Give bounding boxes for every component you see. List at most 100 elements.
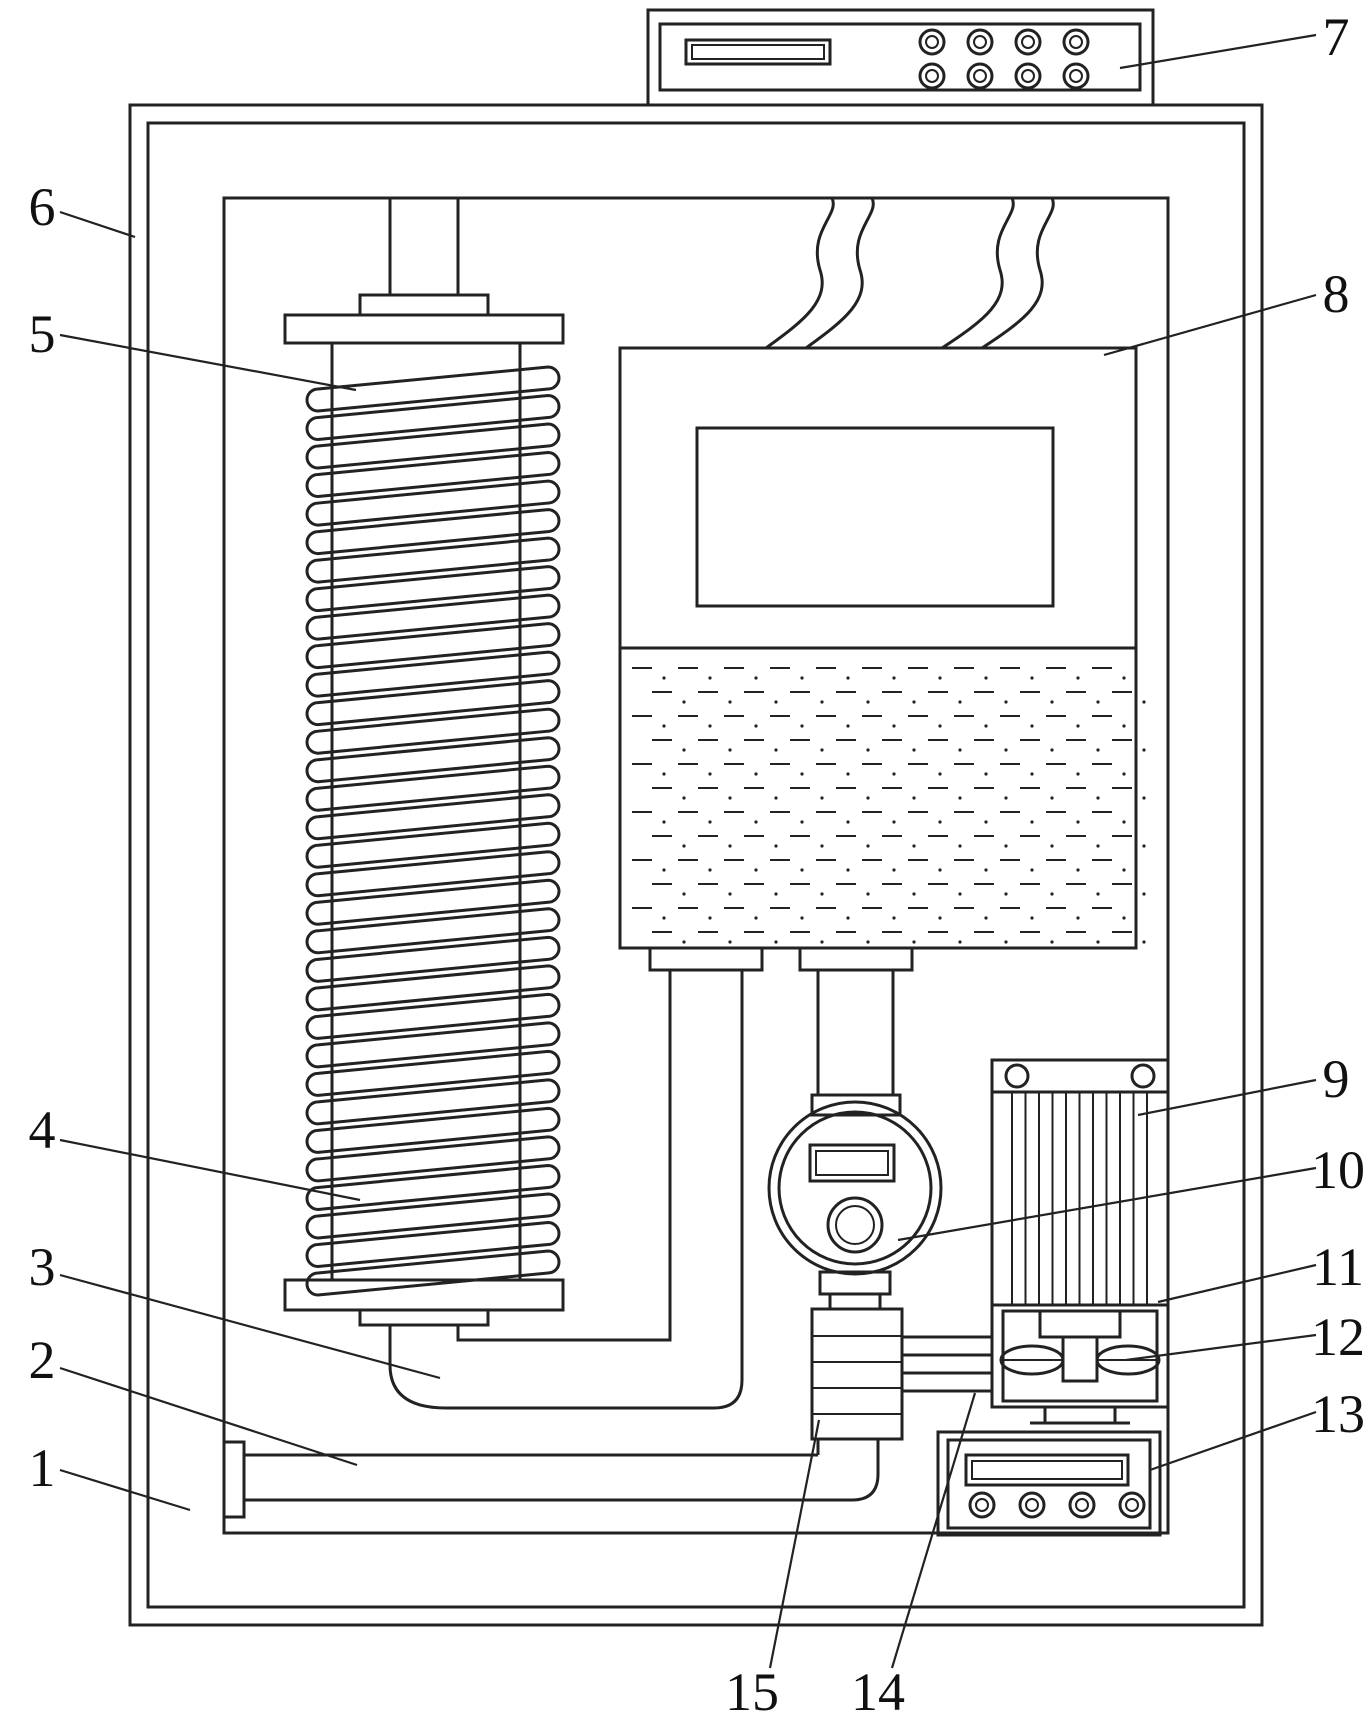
coil-turn: [305, 821, 561, 869]
water-dot: [800, 772, 804, 776]
water-dot: [892, 724, 896, 728]
coil-turn: [305, 878, 561, 926]
water-dot: [892, 820, 896, 824]
knob-center: [1069, 35, 1083, 49]
water-dot: [984, 868, 988, 872]
water-dot: [708, 820, 712, 824]
water-dot: [1142, 700, 1146, 704]
water-dot: [754, 916, 758, 920]
water-dot: [708, 676, 712, 680]
water-dot: [984, 820, 988, 824]
water-dot: [1096, 892, 1100, 896]
water-dot: [820, 700, 824, 704]
coil-turn: [305, 1049, 561, 1097]
water-dot: [938, 820, 942, 824]
water-dot: [682, 796, 686, 800]
water-dot: [774, 700, 778, 704]
water-dot: [938, 916, 942, 920]
water-dot: [662, 916, 666, 920]
knob-center: [925, 69, 939, 83]
label-10: 10: [1311, 1140, 1365, 1200]
cables: [765, 197, 1055, 350]
knob: [966, 62, 994, 90]
label-14: 14: [851, 1662, 905, 1721]
knob: [918, 28, 946, 56]
outlet-pipe: [222, 1439, 880, 1519]
water-dot: [892, 772, 896, 776]
label-13: 13: [1311, 1384, 1365, 1444]
water-dot: [846, 676, 850, 680]
water-dot: [800, 676, 804, 680]
knob: [1118, 1491, 1146, 1519]
water-dot: [708, 868, 712, 872]
water-dot: [754, 820, 758, 824]
water-dot: [662, 724, 666, 728]
coil-turn: [305, 394, 561, 442]
coil-turn: [305, 622, 561, 670]
water-dot: [1004, 700, 1008, 704]
water-dot: [800, 724, 804, 728]
water-dot: [846, 820, 850, 824]
knob-center: [1125, 1498, 1139, 1512]
coil-turn: [305, 850, 561, 898]
water-dot: [958, 748, 962, 752]
label-11: 11: [1312, 1237, 1364, 1297]
water-dot: [1142, 940, 1146, 944]
coil-turn: [305, 479, 561, 527]
label-4: 4: [29, 1100, 56, 1160]
water-dot: [1096, 796, 1100, 800]
water-dot: [912, 844, 916, 848]
knob-center: [973, 69, 987, 83]
water-dot: [774, 796, 778, 800]
drive-shaft: [902, 1335, 992, 1393]
label-5: 5: [29, 304, 56, 364]
coil-turn: [305, 1192, 561, 1240]
motor: [990, 1058, 1170, 1307]
water-dot: [866, 700, 870, 704]
water-dot: [1142, 748, 1146, 752]
water-dot: [728, 700, 732, 704]
water-dot: [682, 700, 686, 704]
leader-lines: [59, 33, 1317, 1669]
water-dot: [1050, 700, 1054, 704]
label-2: 2: [29, 1330, 56, 1390]
coil-turn: [305, 935, 561, 983]
knob: [1062, 62, 1090, 90]
coil-turn: [305, 508, 561, 556]
water-dot: [866, 796, 870, 800]
water-dot: [938, 676, 942, 680]
water-dot: [938, 868, 942, 872]
water-dot: [682, 892, 686, 896]
knob: [1014, 28, 1042, 56]
cabinet-housing: [128, 103, 1264, 1627]
water-dot: [1004, 940, 1008, 944]
knob-center: [925, 35, 939, 49]
top-control-panel: [646, 8, 1155, 107]
knob: [1062, 28, 1090, 56]
fan-blades: [999, 1344, 1161, 1376]
water-dot: [1076, 820, 1080, 824]
water-dot: [682, 844, 686, 848]
water-dot: [892, 916, 896, 920]
knob: [1014, 62, 1042, 90]
water-dot: [984, 916, 988, 920]
water-dot: [1122, 676, 1126, 680]
water-dot: [1122, 916, 1126, 920]
coil-turn: [305, 451, 561, 499]
water-dot: [1050, 748, 1054, 752]
water-dot: [682, 748, 686, 752]
water-dot: [958, 940, 962, 944]
water-dot: [1050, 844, 1054, 848]
controller-box: [936, 1430, 1162, 1537]
coil-turn: [305, 1135, 561, 1183]
water-dot: [708, 916, 712, 920]
knob-center: [1069, 69, 1083, 83]
water-dot: [800, 916, 804, 920]
water-dot: [728, 796, 732, 800]
coil-turn: [305, 707, 561, 755]
knob: [966, 28, 994, 56]
water-dot: [662, 772, 666, 776]
water-dot: [682, 940, 686, 944]
water-dot: [912, 796, 916, 800]
label-15: 15: [725, 1662, 779, 1721]
